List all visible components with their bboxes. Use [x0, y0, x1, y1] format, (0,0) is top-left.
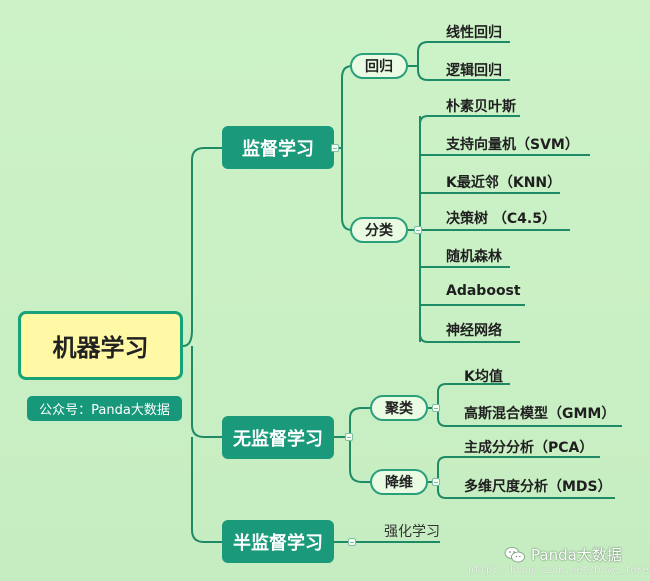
- wechat-icon: [504, 546, 526, 564]
- root-node[interactable]: 机器学习: [18, 311, 183, 380]
- leaf-naive-bayes[interactable]: 朴素贝叶斯: [446, 99, 516, 115]
- leaf-neural-network[interactable]: 神经网络: [446, 323, 502, 339]
- leaf-mds[interactable]: 多维尺度分析（MDS）: [464, 479, 612, 495]
- collapse-toggle-classification[interactable]: [414, 226, 422, 234]
- classification-node[interactable]: 分类: [350, 217, 408, 243]
- unsupervised-node[interactable]: 无监督学习: [222, 416, 334, 459]
- account-badge: 公众号：Panda大数据: [27, 396, 182, 421]
- collapse-toggle-semi[interactable]: [348, 538, 356, 546]
- clustering-node[interactable]: 聚类: [370, 395, 428, 421]
- collapse-toggle-clustering[interactable]: [432, 404, 440, 412]
- leaf-random-forest[interactable]: 随机森林: [446, 249, 502, 265]
- leaf-knn[interactable]: K最近邻（KNN）: [446, 175, 562, 191]
- leaf-gmm[interactable]: 高斯混合模型（GMM）: [464, 406, 616, 422]
- leaf-decision-tree[interactable]: 决策树 （C4.5）: [446, 211, 556, 227]
- leaf-logistic-regression[interactable]: 逻辑回归: [446, 63, 502, 79]
- leaf-pca[interactable]: 主成分分析（PCA）: [464, 440, 594, 456]
- url-watermark: http://blog.csdn.net/Dove_forehead: [468, 565, 650, 576]
- collapse-toggle-supervised[interactable]: [331, 144, 339, 152]
- leaf-linear-regression[interactable]: 线性回归: [446, 25, 502, 41]
- collapse-toggle-reduction[interactable]: [432, 478, 440, 486]
- leaf-reinforcement-learning[interactable]: 强化学习: [384, 524, 440, 540]
- leaf-svm[interactable]: 支持向量机（SVM）: [446, 137, 579, 153]
- brand-watermark: Panda大数据: [504, 544, 622, 565]
- leaf-adaboost[interactable]: Adaboost: [446, 283, 521, 299]
- dim-reduction-node[interactable]: 降维: [370, 469, 428, 495]
- semi-supervised-node[interactable]: 半监督学习: [222, 520, 334, 563]
- leaf-kmeans[interactable]: K均值: [464, 369, 503, 385]
- supervised-node[interactable]: 监督学习: [222, 126, 334, 169]
- collapse-toggle-unsupervised[interactable]: [345, 433, 353, 441]
- brand-watermark-text: Panda大数据: [531, 546, 622, 564]
- regression-node[interactable]: 回归: [350, 53, 408, 79]
